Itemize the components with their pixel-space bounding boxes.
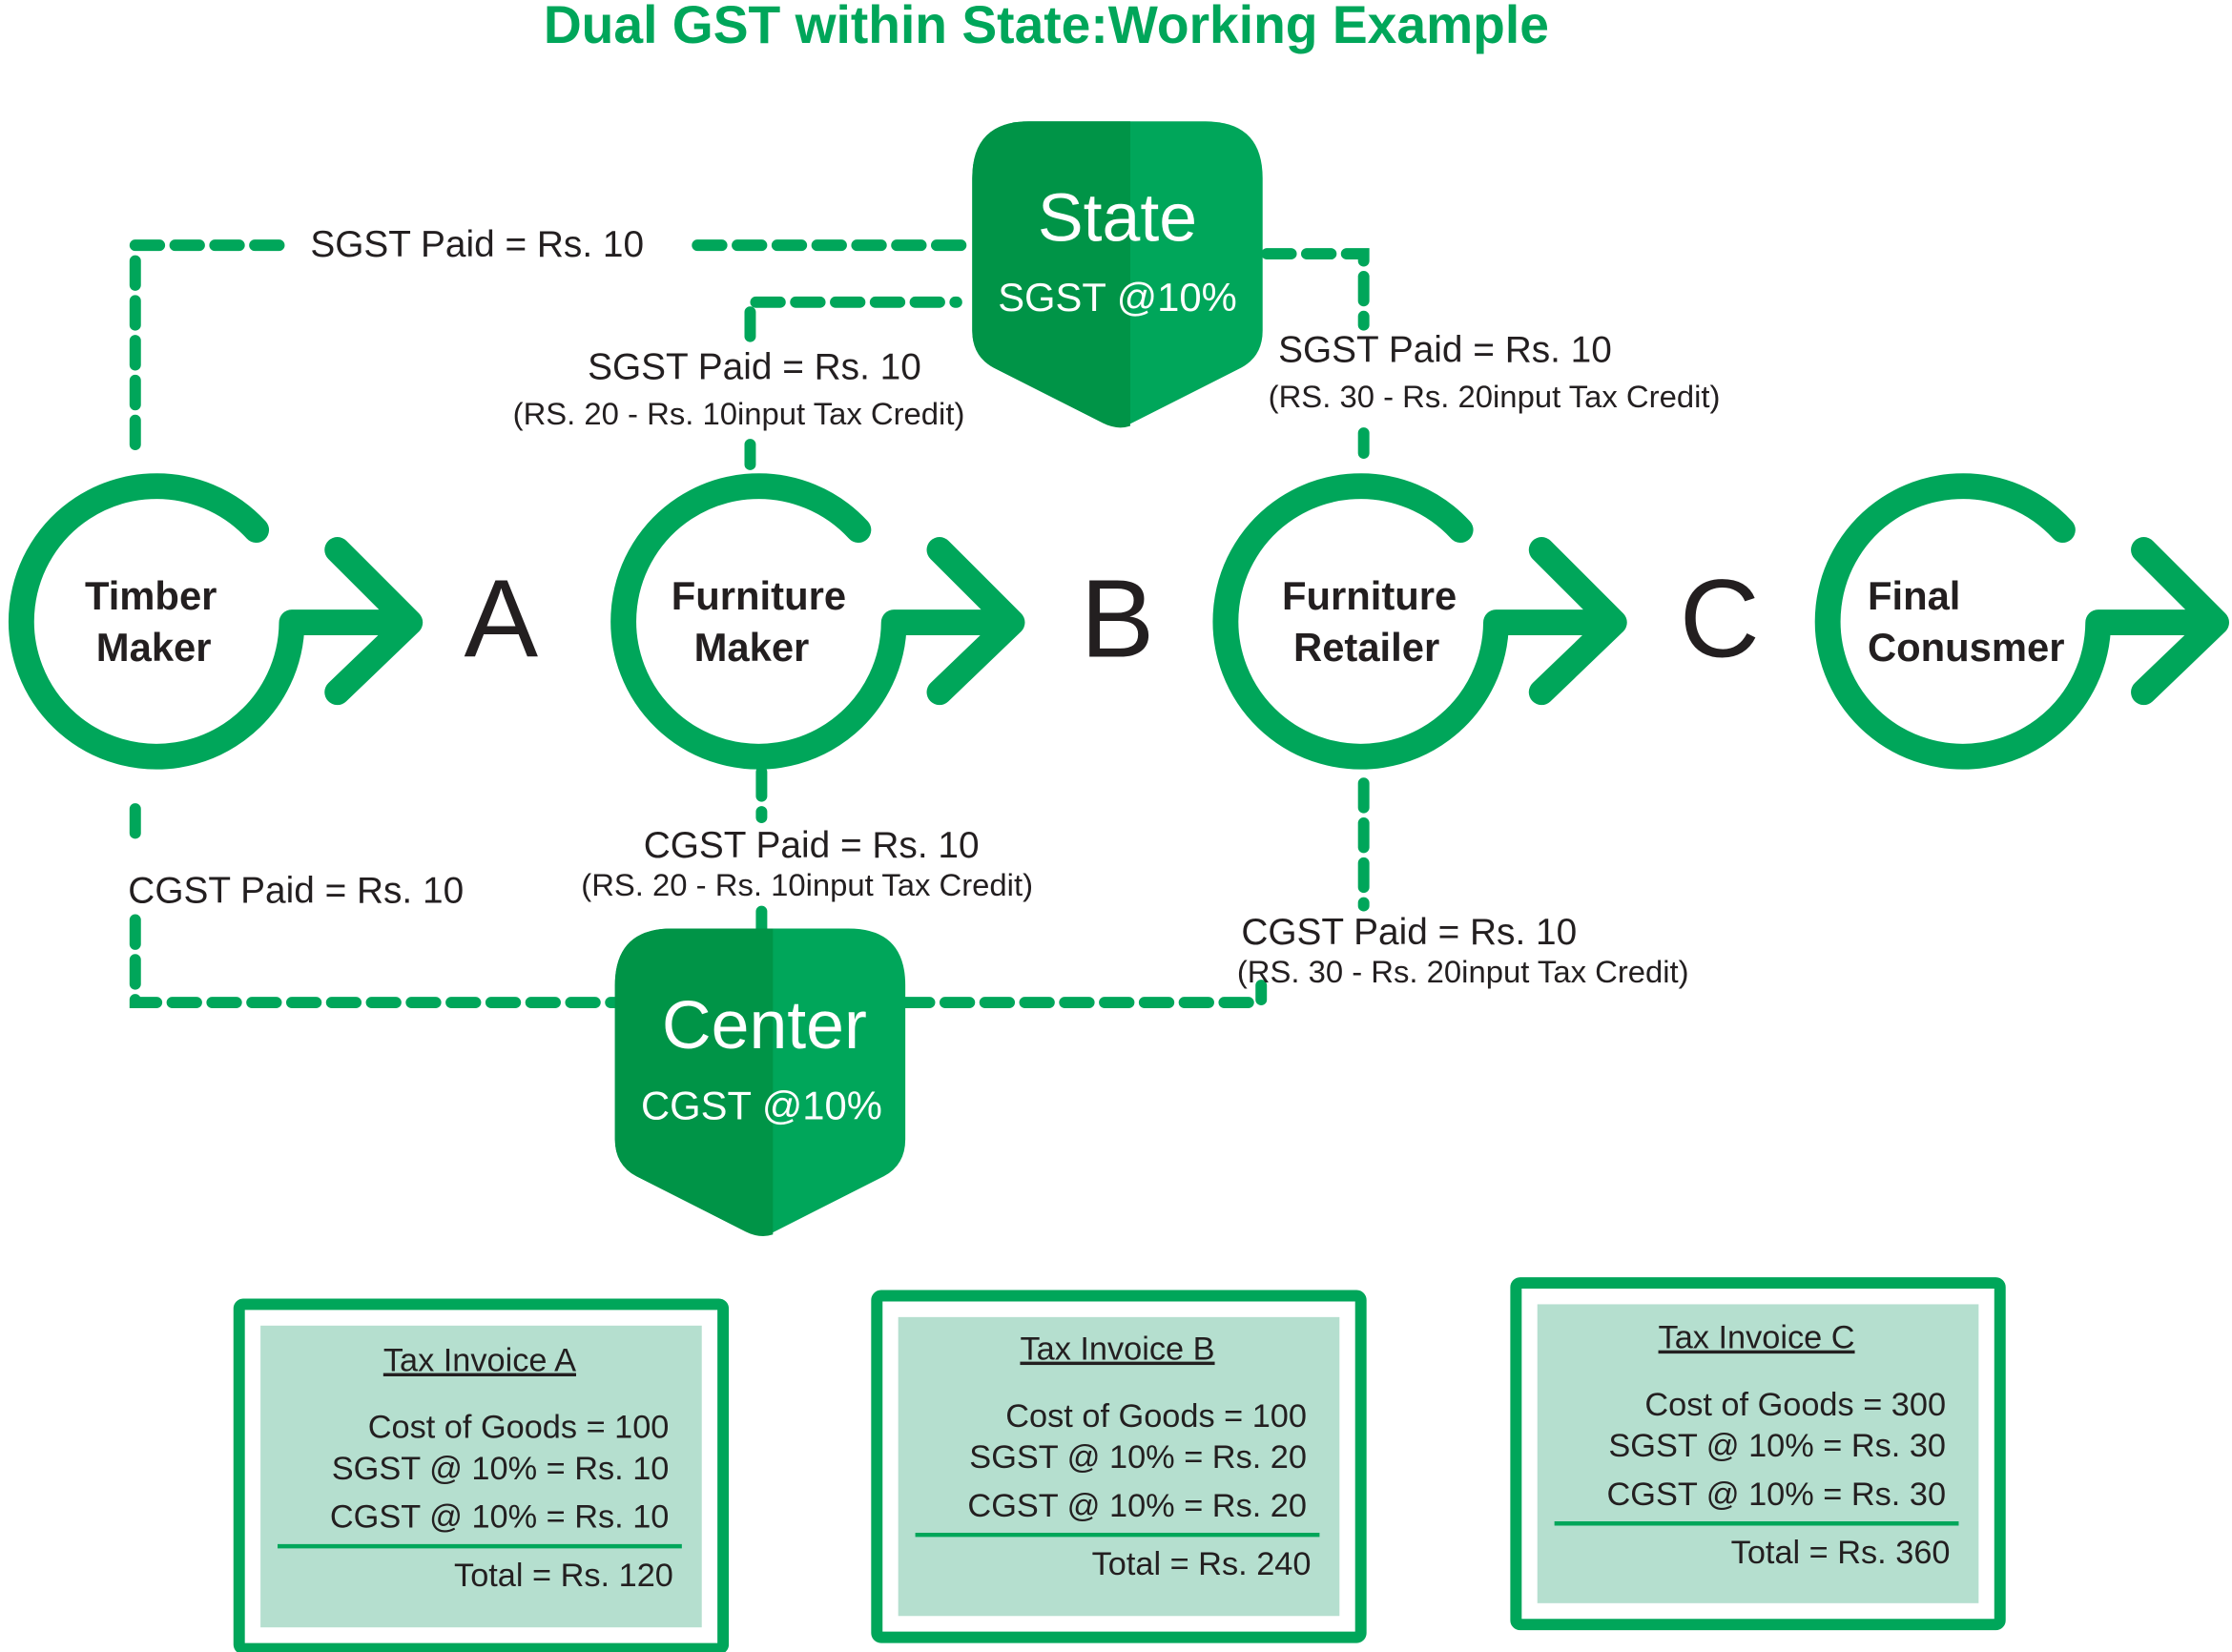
stage-a: A — [464, 556, 538, 680]
state-shield: State SGST @10% — [972, 121, 1263, 428]
diagram-title: Dual GST within State:Working Example — [544, 0, 1549, 54]
invoice-sgst: SGST @ 10% = Rs. 10 — [332, 1451, 670, 1487]
center-rate: CGST @10% — [641, 1083, 882, 1127]
node-label: Furniture — [1282, 573, 1457, 618]
node-furniture-retailer: Furniture Retailer — [1212, 473, 1627, 770]
cgst-retailer-label: CGST Paid = Rs. 10 — [1241, 912, 1577, 953]
node-label: Furniture — [672, 573, 846, 618]
sgst-retailer-label: SGST Paid = Rs. 10 — [1278, 329, 1612, 370]
node-furniture-maker: Furniture Maker — [610, 473, 1025, 770]
tax-invoice-b: Tax Invoice B Cost of Goods = 100 SGST @… — [871, 1290, 1367, 1643]
cgst-line-retailer — [899, 980, 1268, 1009]
cgst-connectors — [129, 766, 1370, 1009]
sgst-retailer-note: (RS. 30 - Rs. 20input Tax Credit) — [1269, 379, 1721, 414]
sgst-furniture-note: (RS. 20 - Rs. 10input Tax Credit) — [513, 396, 965, 431]
invoice-cgst: CGST @ 10% = Rs. 20 — [967, 1488, 1307, 1524]
cgst-timber-label: CGST Paid = Rs. 10 — [128, 871, 464, 912]
sgst-timber-label: SGST Paid = Rs. 10 — [310, 224, 644, 265]
node-label: Conusmer — [1868, 625, 2065, 670]
cgst-retailer-note: (RS. 30 - Rs. 20input Tax Credit) — [1237, 954, 1689, 989]
state-title: State — [1038, 180, 1197, 257]
invoice-cgst: CGST @ 10% = Rs. 10 — [330, 1499, 670, 1536]
invoice-sgst: SGST @ 10% = Rs. 30 — [1608, 1428, 1946, 1464]
invoice-total: Total = Rs. 240 — [1092, 1546, 1312, 1582]
invoice-cost: Cost of Goods = 300 — [1644, 1387, 1946, 1423]
invoice-sgst: SGST @ 10% = Rs. 20 — [969, 1439, 1307, 1476]
center-title: Center — [662, 987, 867, 1063]
sgst-line-retailer — [1261, 248, 1370, 331]
sgst-line-furniture — [744, 296, 962, 342]
stage-c: C — [1680, 556, 1760, 680]
node-label: Maker — [694, 625, 810, 670]
cgst-furniture-label: CGST Paid = Rs. 10 — [644, 825, 980, 866]
node-label: Maker — [96, 625, 212, 670]
center-shield: Center CGST @10% — [614, 928, 906, 1236]
node-label: Final — [1868, 573, 1960, 618]
tax-invoice-a: Tax Invoice A Cost of Goods = 100 SGST @… — [233, 1298, 730, 1652]
invoice-cgst: CGST @ 10% = Rs. 30 — [1606, 1476, 1946, 1513]
stage-b: B — [1081, 556, 1155, 680]
sgst-line-timber — [129, 239, 291, 451]
invoice-total: Total = Rs. 360 — [1731, 1535, 1951, 1571]
invoice-cost: Cost of Goods = 100 — [368, 1410, 670, 1446]
invoice-title: Tax Invoice B — [1020, 1332, 1214, 1368]
invoice-title: Tax Invoice C — [1659, 1320, 1855, 1356]
sgst-connectors — [129, 239, 1370, 470]
tax-invoice-c: Tax Invoice C Cost of Goods = 300 SGST @… — [1510, 1277, 2006, 1631]
invoice-total: Total = Rs. 120 — [454, 1558, 673, 1594]
node-timber-maker: Timber Maker — [8, 473, 424, 770]
state-rate: SGST @10% — [998, 275, 1237, 320]
cgst-line-timber — [129, 914, 621, 1009]
sgst-furniture-label: SGST Paid = Rs. 10 — [588, 346, 921, 387]
invoice-cost: Cost of Goods = 100 — [1005, 1398, 1307, 1435]
invoice-title: Tax Invoice A — [383, 1343, 576, 1379]
node-final-consumer: Final Conusmer — [1814, 473, 2230, 770]
node-label: Retailer — [1293, 625, 1439, 670]
cgst-furniture-note: (RS. 20 - Rs. 10input Tax Credit) — [581, 867, 1033, 902]
node-label: Timber — [85, 573, 217, 618]
